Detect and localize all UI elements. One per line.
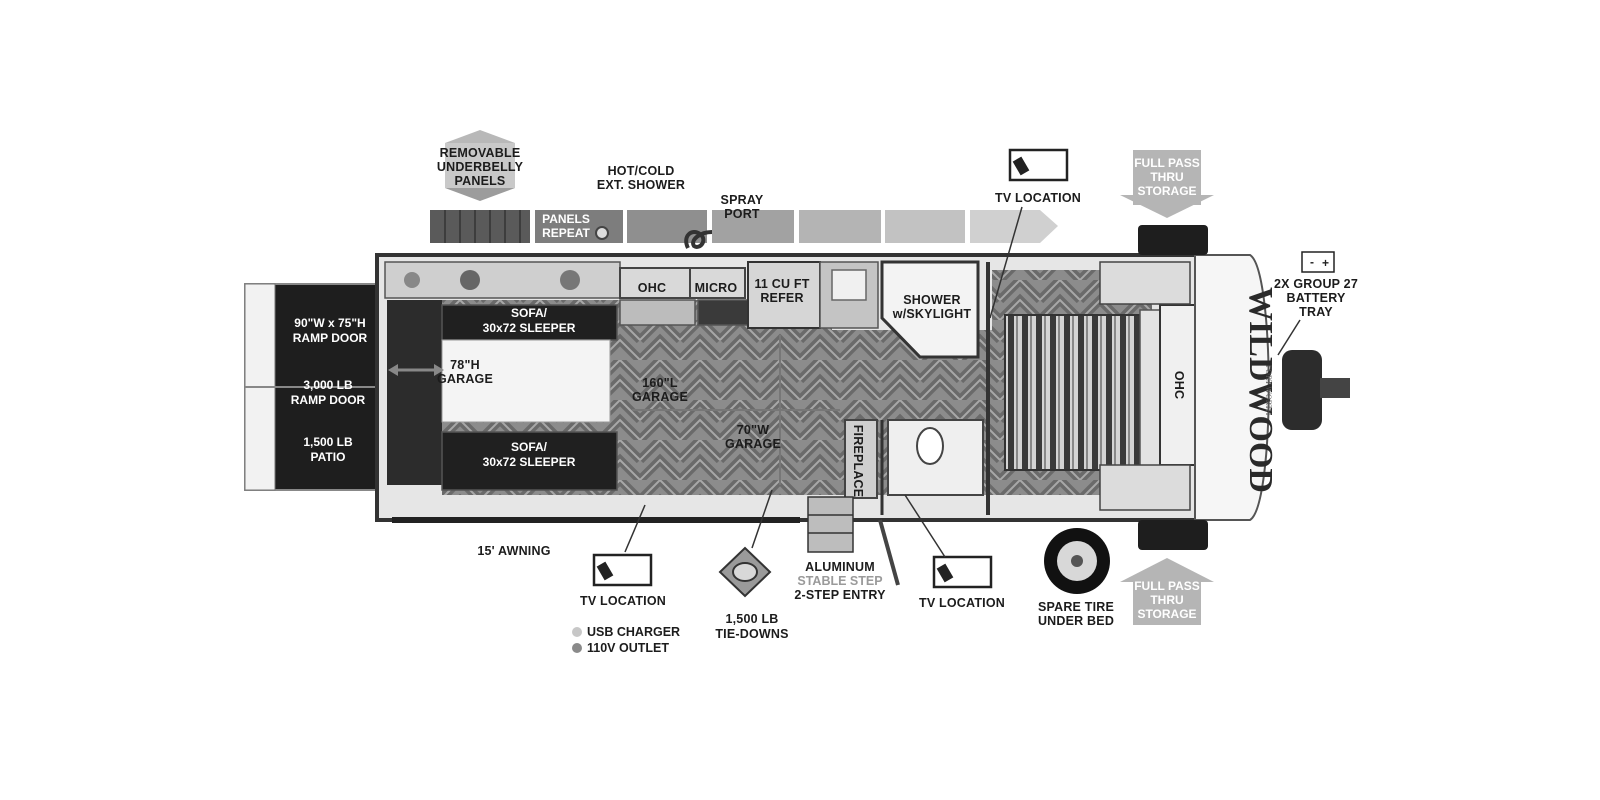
ramp-door — [244, 283, 378, 491]
ext-shower-icon — [595, 226, 609, 240]
garage-height-arrowhead-right — [434, 364, 444, 376]
pass-thru-bottom-label-3: STORAGE — [1137, 607, 1196, 621]
tie-down-icon — [718, 546, 772, 598]
tv-bottom-left-icon — [592, 553, 653, 587]
garage-width-label-2: GARAGE — [725, 437, 781, 451]
front-cap — [1194, 254, 1270, 521]
pass-thru-arrow-top — [1120, 150, 1214, 218]
battery-leader-line — [1277, 319, 1301, 356]
underbelly-strip — [430, 210, 1058, 243]
spare-tire-icon — [1044, 528, 1110, 594]
garage-length-label-1: 160"L — [642, 376, 678, 390]
spray-port-hose-icon — [684, 229, 713, 249]
pass-thru-door-bottom — [1138, 520, 1208, 550]
tie-down-leader-line — [751, 489, 773, 549]
entry-label-1: ALUMINUM — [805, 560, 875, 574]
underbelly-arrow — [445, 130, 515, 201]
garage-height-arrowhead-left — [388, 364, 398, 376]
tie-downs-label-1: 1,500 LB — [725, 612, 778, 626]
ohc-kitchen-label: OHC — [638, 281, 666, 295]
ohc-bedroom-label: OHC — [1172, 371, 1186, 399]
pass-thru-top-label-2: THRU — [1150, 170, 1183, 184]
ramp-rating-label-2: RAMP DOOR — [291, 393, 366, 407]
battery-label-1: 2X GROUP 27 — [1274, 277, 1358, 291]
hitch-tongue — [1282, 350, 1350, 430]
pass-thru-bottom-label-2: THRU — [1150, 593, 1183, 607]
spare-tire-label-2: UNDER BED — [1038, 614, 1114, 628]
tv-top-icon — [1008, 148, 1069, 182]
refer-label-2: REFER — [760, 291, 803, 305]
tv-top-leader-line — [989, 206, 1023, 319]
entry-label-3: 2-STEP ENTRY — [794, 588, 886, 602]
garage-height-label-2: GARAGE — [437, 372, 493, 386]
tv-top-label: TV LOCATION — [995, 191, 1081, 205]
awning-label: 15' AWNING — [477, 544, 550, 558]
underbelly-label-2: UNDERBELLY — [437, 160, 524, 174]
panels-repeat-label-2: REPEAT — [542, 226, 590, 240]
battery-label-2: BATTERY — [1286, 291, 1345, 305]
spray-port-label-1: SPRAY — [721, 193, 764, 207]
tie-downs-label-2: TIE-DOWNS — [715, 627, 788, 641]
tv-bottom-right-leader-line — [904, 494, 946, 558]
trailer-body — [375, 253, 1204, 586]
fireplace-label: FIREPLACE — [851, 425, 865, 498]
brand-logo: WILDWOOD — [1242, 287, 1279, 493]
outlet-icon — [572, 643, 582, 653]
sofa-bottom-label-1: SOFA/ — [511, 440, 548, 454]
pass-thru-door-top — [1138, 225, 1208, 255]
patio-rating-label-1: 1,500 LB — [303, 435, 353, 449]
pass-thru-top-label-1: FULL PASS — [1134, 156, 1200, 170]
tv-bottom-left-label: TV LOCATION — [580, 594, 666, 608]
spare-tire-label-1: SPARE TIRE — [1038, 600, 1114, 614]
sofa-top-label-1: SOFA/ — [511, 306, 548, 320]
underbelly-label-3: PANELS — [455, 174, 506, 188]
brand-sub: FORT WORTH — [1264, 365, 1273, 416]
sofa-top-label-2: 30x72 SLEEPER — [483, 321, 576, 335]
refer-label-1: 11 CU FT — [754, 277, 809, 291]
micro-label: MICRO — [695, 281, 738, 295]
outlet-label: 110V OUTLET — [587, 641, 669, 655]
underbelly-label-1: REMOVABLE — [440, 146, 521, 160]
ramp-rating-label-1: 3,000 LB — [303, 378, 353, 392]
ext-shower-label-1: HOT/COLD — [608, 164, 675, 178]
tv-bottom-right-icon — [932, 555, 993, 589]
panels-repeat-label-1: PANELS — [542, 212, 590, 226]
garage-width-label-1: 70"W — [737, 423, 769, 437]
battery-label-3: TRAY — [1299, 305, 1333, 319]
ext-shower-label-2: EXT. SHOWER — [597, 178, 685, 192]
ramp-size-label-1: 90"W x 75"H — [294, 316, 365, 330]
pass-thru-arrow-bottom — [1120, 558, 1214, 625]
patio-rating-label-2: PATIO — [311, 450, 346, 464]
battery-icon: - + — [1301, 251, 1335, 273]
usb-charger-label: USB CHARGER — [587, 625, 680, 639]
pass-thru-bottom-label-1: FULL PASS — [1134, 579, 1200, 593]
usb-charger-icon — [572, 627, 582, 637]
shower-label-2: w/SKYLIGHT — [892, 307, 972, 321]
ramp-size-label-2: RAMP DOOR — [293, 331, 368, 345]
pass-thru-top-label-3: STORAGE — [1137, 184, 1196, 198]
shower-label-1: SHOWER — [903, 293, 960, 307]
garage-length-label-2: GARAGE — [632, 390, 688, 404]
spray-port-label-2: PORT — [724, 207, 760, 221]
tv-bottom-right-label: TV LOCATION — [919, 596, 1005, 610]
svg-text:-: - — [1310, 255, 1314, 269]
tv-bottom-left-leader-line — [624, 504, 646, 553]
garage-height-label-1: 78"H — [450, 358, 480, 372]
sofa-bottom-label-2: 30x72 SLEEPER — [483, 455, 576, 469]
svg-text:+: + — [1322, 256, 1329, 270]
entry-label-2: STABLE STEP — [797, 574, 882, 588]
